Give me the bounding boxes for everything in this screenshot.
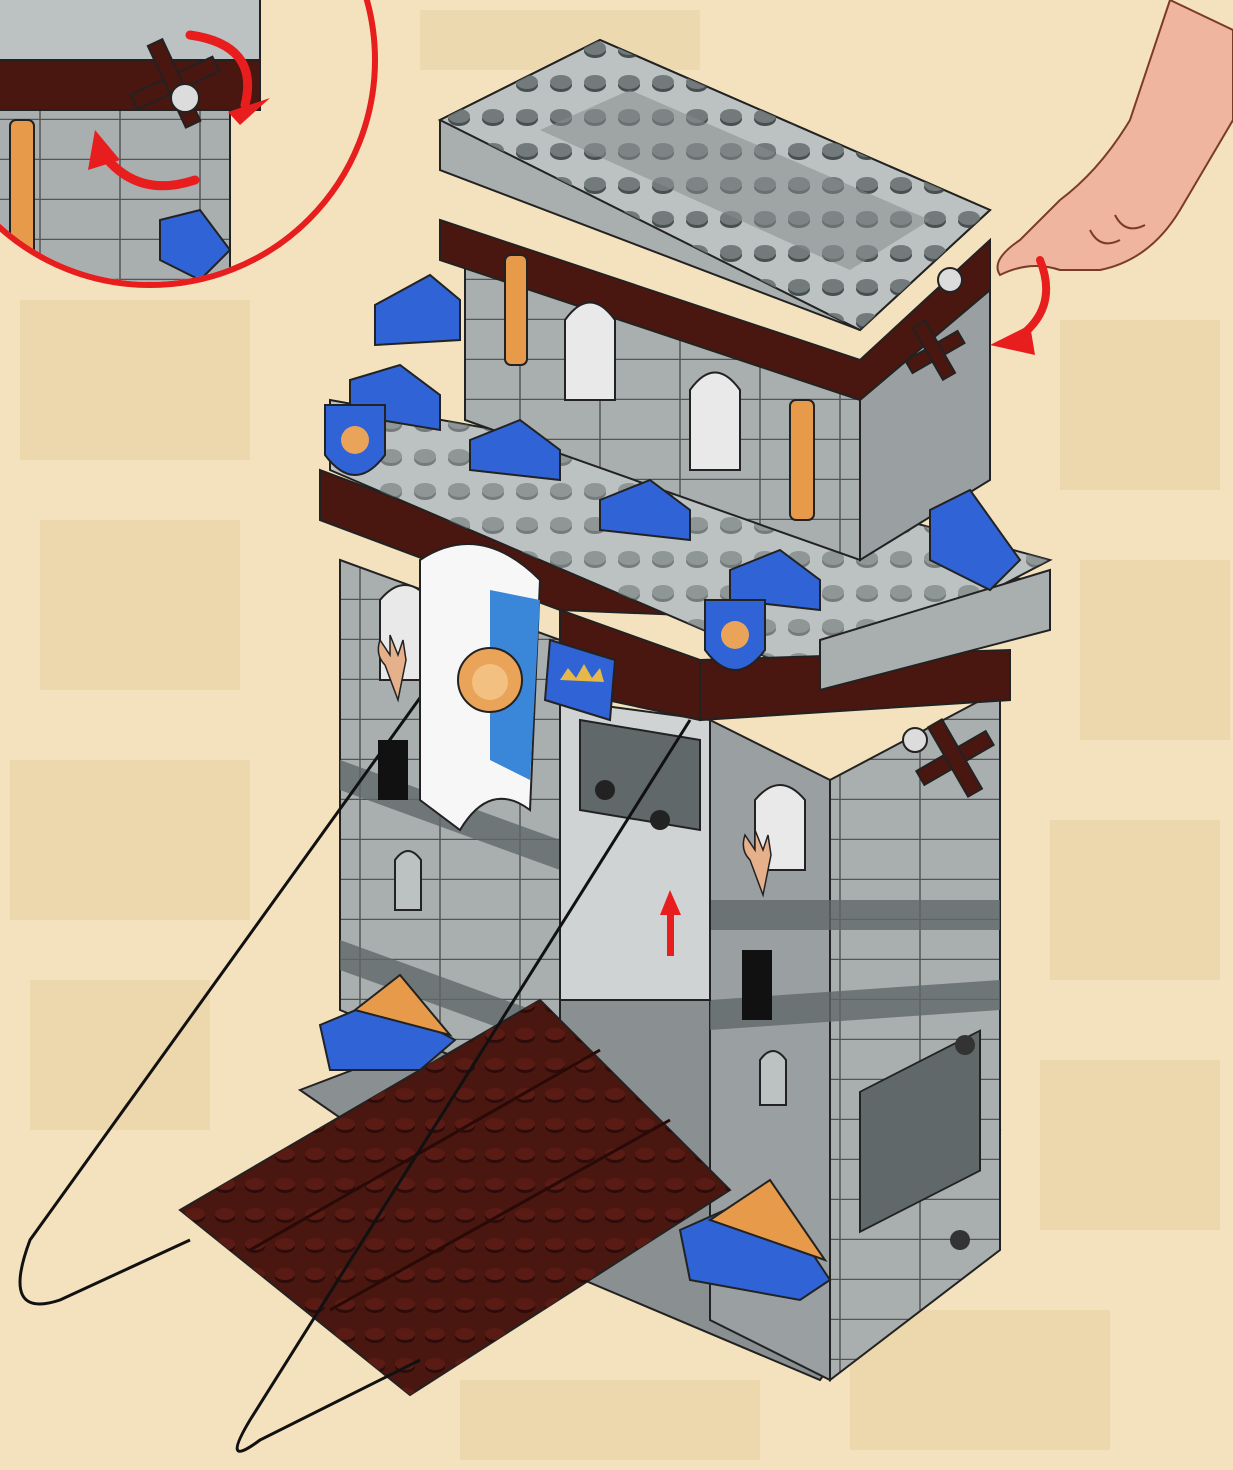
gate-portcullis: [560, 700, 710, 1000]
window-icon: [565, 303, 615, 401]
window-icon: [690, 373, 740, 471]
lion-banner: [420, 544, 540, 830]
